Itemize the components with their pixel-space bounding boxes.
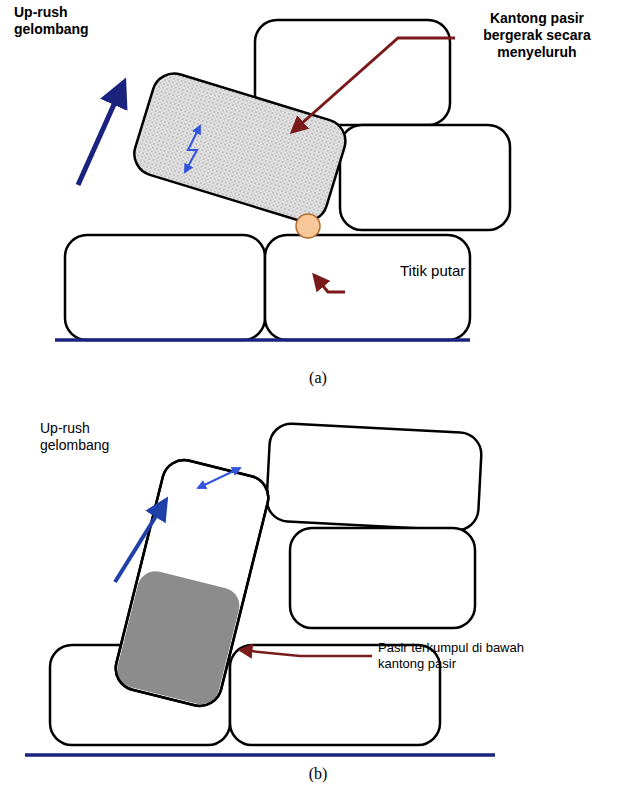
motion-symbol — [185, 126, 200, 172]
leader-line — [314, 275, 345, 292]
sandbag — [340, 125, 510, 230]
sandbag — [265, 235, 470, 340]
base-line — [55, 338, 470, 342]
callout-label: Kantong pasir bergerak secara menyeluruh — [462, 10, 612, 60]
panel-label: (a) — [298, 368, 338, 387]
leader-line — [292, 38, 455, 132]
moving-sandbag — [129, 68, 351, 227]
uprush-arrow — [115, 500, 166, 582]
sandbag — [65, 235, 265, 340]
wave-label: Up-rush gelombang — [14, 4, 104, 38]
sandbag — [266, 423, 483, 532]
callout-label: Titik putar — [400, 262, 470, 280]
panel-label: (b) — [298, 764, 338, 783]
leader-line — [240, 650, 372, 656]
callout-label: Pasir terkumpul di bawah kantong pasir — [378, 640, 568, 671]
sandbag — [290, 528, 475, 628]
tilted-sandbag — [111, 455, 273, 710]
base-line — [25, 753, 495, 757]
wave-label: Up-rush gelombang — [40, 420, 130, 454]
pivot-point — [296, 214, 320, 238]
uprush-arrow — [78, 82, 124, 185]
motion-symbol — [198, 468, 240, 488]
